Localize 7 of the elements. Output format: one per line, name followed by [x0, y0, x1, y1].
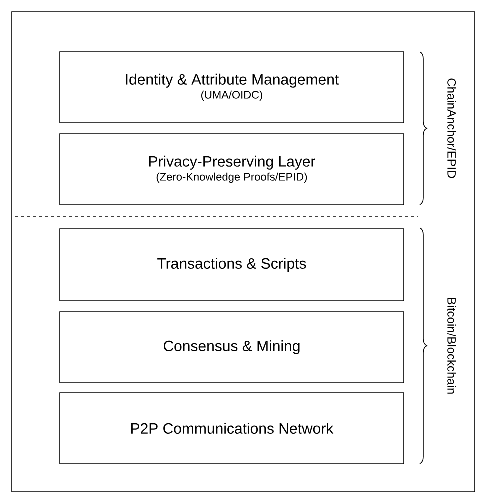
layer-box: Transactions & Scripts — [60, 228, 404, 302]
layer-box: Identity & Attribute Management (UMA/OIDC) — [60, 52, 404, 124]
layer-box: Privacy-Preserving Layer (Zero-Knowledge Proofs/EPID) — [60, 134, 404, 206]
layer-box: P2P Communications Network — [60, 392, 404, 464]
group-label: ChainAnchor/EPID — [448, 78, 456, 178]
group-label: Bitcoin/Blockchain — [448, 298, 456, 394]
layer-box: Consensus & Mining — [60, 312, 404, 384]
